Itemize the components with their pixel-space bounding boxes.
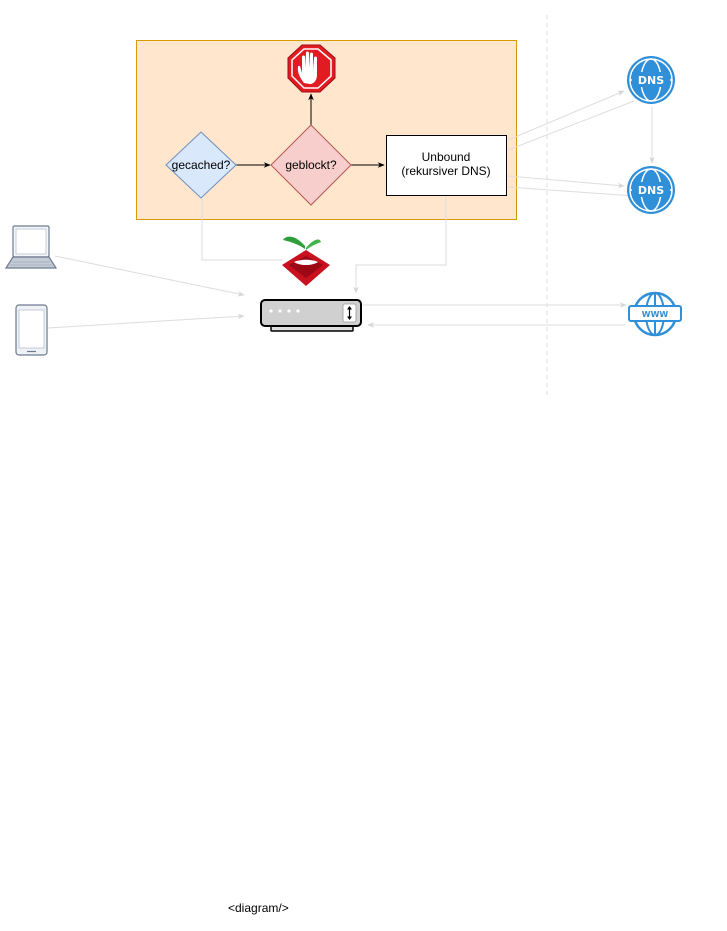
connector-unbound-dns-top-2 [507,100,635,151]
connector-cached-router [201,198,283,261]
connector-unbound-dns-bottom-2 [507,186,635,197]
flow-arrows [236,93,385,168]
connector-unbound-dns-top-1 [507,90,625,141]
www-globe-icon: WWW [628,291,682,337]
www-label: WWW [642,310,669,319]
pihole-logo-icon [282,236,330,286]
laptop-icon [4,225,58,269]
dns-server-bottom-icon: DNS [627,166,675,214]
connector-laptop-router [54,255,245,297]
decision-blocked-label: geblockt? [285,158,337,172]
unbound-label-line2: (rekursiver DNS) [401,164,490,178]
smartphone-icon [15,304,48,356]
connector-unbound-dns-bottom-1 [507,175,625,189]
dns-server-top-label: DNS [638,74,664,87]
router-icon [260,299,362,332]
dns-server-bottom-label: DNS [638,184,664,197]
decision-blocked: geblockt? [270,124,352,206]
decision-cached: gecached? [165,131,237,199]
unbound-box: Unbound (rekursiver DNS) [386,135,507,196]
decision-cached-label: gecached? [172,158,231,172]
connector-unbound-router [353,196,447,294]
stop-hand-icon [287,44,336,93]
diagram-footer-text: <diagram/> [228,901,289,915]
unbound-label-line1: Unbound [422,150,471,164]
connector-phone-router [47,313,245,329]
gray-connectors [47,90,655,329]
dns-server-top-icon: DNS [627,56,675,104]
